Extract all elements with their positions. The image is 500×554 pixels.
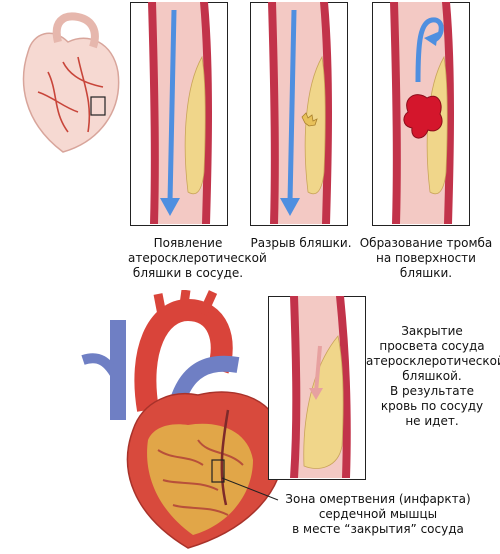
stage1-plaque — [184, 55, 206, 195]
stage2-plaque — [304, 55, 326, 195]
infarct-pointer-line — [221, 477, 279, 501]
curved-flow-arrow-icon — [415, 17, 444, 83]
heart-muscle-texture — [157, 439, 244, 516]
left-vessel-branch — [81, 353, 123, 383]
small-aorta — [52, 12, 99, 49]
stage1-caption: Появление атеросклеротической бляшки в с… — [128, 236, 267, 280]
curved-arrow-head — [424, 32, 438, 46]
blocked-flow-arrow-icon — [314, 345, 322, 393]
infarct-label: Зона омертвения (инфаркта) сердечной мыш… — [285, 492, 471, 536]
aorta-arch — [134, 298, 233, 412]
blocked-flow-arrow-head — [309, 388, 323, 400]
stage2-caption: Разрыв бляшки. — [250, 236, 352, 250]
thrombus — [403, 94, 443, 139]
small-heart-illustration — [22, 12, 120, 153]
occlusion-description: Закрытие просвета сосуда атеросклеротиче… — [366, 324, 500, 428]
occluded-vessel — [290, 296, 351, 478]
stage3-caption: Образование тромба на поверхности бляшки… — [359, 236, 493, 280]
pulmonary-artery — [170, 355, 240, 403]
stage2-vessel — [268, 2, 332, 224]
flow-arrow-icon — [167, 9, 177, 203]
occluding-plaque — [303, 335, 344, 469]
small-heart-vessels — [37, 56, 104, 133]
infarct-zone — [147, 423, 253, 535]
large-heart-zoom-box — [211, 459, 225, 483]
flow-arrow-icon — [287, 9, 297, 203]
flow-arrow-head — [280, 198, 300, 216]
stage3-vessel — [390, 2, 454, 224]
plaque-rupture — [301, 112, 318, 127]
aorta-branches — [153, 290, 218, 321]
small-heart-zoom-box — [90, 96, 106, 116]
infarct-pointer — [221, 477, 279, 501]
small-heart-shape — [22, 32, 120, 153]
coronary-vessel — [220, 409, 230, 506]
flow-arrow-head — [160, 198, 180, 216]
large-heart-illustration — [81, 290, 285, 549]
stage1-vessel — [148, 2, 212, 224]
